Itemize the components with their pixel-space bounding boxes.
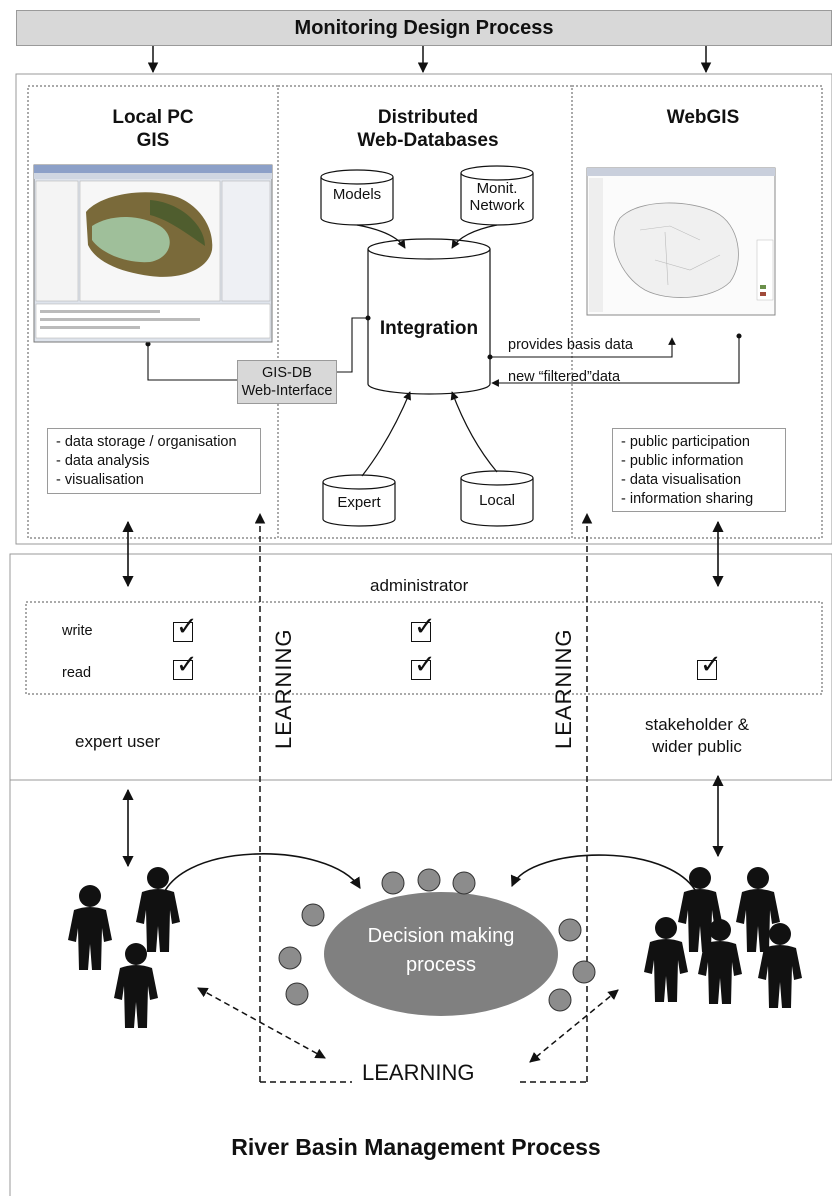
banner-title: Monitoring Design Process — [294, 16, 554, 39]
local-functions-box: - data storage / organisation - data ana… — [47, 428, 261, 494]
person-icon — [736, 867, 780, 952]
databases-title-line1: Distributed — [377, 107, 479, 128]
integration-inputs — [356, 224, 498, 477]
webgis-title: WebGIS — [666, 107, 740, 128]
webgis-screenshot — [586, 167, 776, 316]
databases-title-line2: Web-Databases — [357, 130, 499, 151]
checkmark-icon: ✓ — [414, 611, 436, 641]
webgis-function-item: - data visualisation — [621, 472, 742, 488]
provides-basis-data-label: provides basis data — [508, 337, 633, 353]
access-table — [25, 601, 823, 695]
participant-dots — [278, 868, 596, 1012]
learning-vertical-right: LEARNING — [551, 628, 576, 749]
data-flow-arrows — [487, 333, 742, 387]
top-frame — [15, 73, 832, 545]
decision-line1: Decision making — [367, 925, 515, 947]
stakeholder-line1: stakeholder & — [645, 715, 749, 734]
checkbox-admin-read: ✓ — [411, 651, 436, 680]
decision-arrows — [159, 853, 701, 906]
gisdb-connectors — [145, 315, 371, 381]
double-arrows — [122, 520, 724, 868]
river-basin-title: River Basin Management Process — [231, 1134, 601, 1160]
cylinder-monit-line1: Monit. — [476, 180, 518, 197]
learning-vertical-left: LEARNING — [271, 628, 296, 749]
webgis-function-item: - public participation — [621, 434, 750, 450]
read-label: read — [62, 665, 92, 681]
filtered-data-label: new “filtered”data — [508, 369, 621, 385]
monitoring-design-banner: Monitoring Design Process — [16, 10, 832, 46]
learning-dashed-lines — [197, 512, 619, 1083]
person-icon — [698, 919, 742, 1004]
person-icon — [114, 943, 158, 1028]
checkmark-icon: ✓ — [176, 611, 198, 641]
local-function-item: - visualisation — [56, 472, 144, 488]
person-icon — [758, 923, 802, 1008]
webgis-functions-box: - public participation - public informat… — [612, 428, 786, 512]
administrator-label: administrator — [370, 576, 469, 595]
webgis-function-item: - public information — [621, 453, 744, 469]
gisdb-web-interface-box: GIS-DB Web-Interface — [237, 360, 337, 404]
local-gis-title-line2: GIS — [136, 130, 170, 151]
expert-user-label: expert user — [75, 732, 161, 751]
gisdb-line1: GIS-DB — [262, 365, 312, 381]
column-boxes — [27, 85, 823, 539]
learning-bottom: LEARNING — [362, 1060, 475, 1085]
webgis-function-item: - information sharing — [621, 491, 754, 507]
cylinder-monit-line2: Network — [469, 197, 525, 214]
databases-title: Distributed Web-Databases — [338, 106, 518, 152]
local-gis-title-line1: Local PC — [112, 107, 194, 128]
access-frame — [9, 553, 832, 781]
cylinder-models-label: Models — [332, 186, 382, 203]
person-icon — [68, 885, 112, 970]
checkmark-icon: ✓ — [414, 649, 436, 679]
decision-ellipse — [324, 892, 558, 1016]
local-gis-title: Local PC GIS — [78, 106, 228, 152]
decision-label: Decision making process — [324, 922, 558, 980]
cylinder-local-label: Local — [479, 492, 515, 509]
cylinder-monit-label: Monit. Network — [461, 180, 533, 214]
person-icon — [136, 867, 180, 952]
person-icons — [68, 867, 802, 1028]
checkmark-icon: ✓ — [700, 649, 722, 679]
stakeholder-line2: wider public — [652, 737, 742, 756]
checkbox-expert-write: ✓ — [173, 613, 198, 642]
local-function-item: - data analysis — [56, 453, 150, 469]
gisdb-line2: Web-Interface — [241, 383, 333, 399]
checkmark-icon: ✓ — [176, 649, 198, 679]
local-gis-screenshot — [33, 164, 273, 343]
checkbox-admin-write: ✓ — [411, 613, 436, 642]
write-label: write — [62, 623, 93, 639]
banner-arrows — [147, 46, 712, 74]
local-function-item: - data storage / organisation — [56, 434, 237, 450]
cylinder-expert-label: Expert — [337, 494, 381, 511]
cylinders — [320, 165, 534, 527]
person-icon — [644, 917, 688, 1002]
checkbox-expert-read: ✓ — [173, 651, 198, 680]
decision-line2: process — [405, 954, 477, 976]
checkbox-public-read: ✓ — [697, 651, 722, 680]
cylinder-integration-label: Integration — [379, 318, 479, 339]
stakeholder-label: stakeholder & wider public — [645, 714, 749, 758]
